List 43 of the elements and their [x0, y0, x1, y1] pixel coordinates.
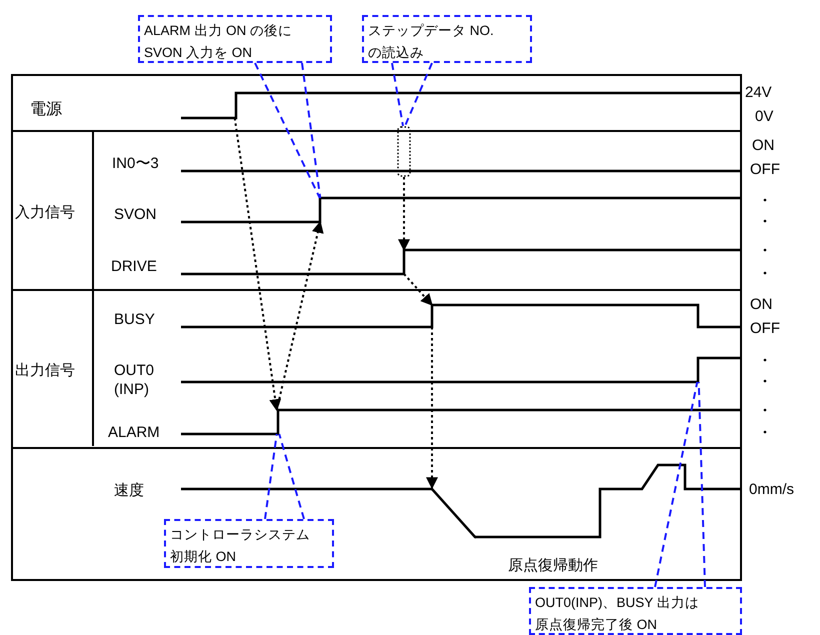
- signal-transition: [318, 198, 322, 222]
- callout-box: OUT0(INP)、BUSY 出力は原点復帰完了後 ON: [529, 587, 742, 635]
- dotted-arrow: [426, 327, 438, 490]
- leader-line: [654, 382, 698, 588]
- signal-label: 入力信号: [15, 204, 91, 226]
- leader-line: [254, 62, 321, 198]
- signal-transition: [402, 250, 406, 274]
- dotted-arrow: [403, 273, 433, 306]
- level-label: 0V: [755, 108, 774, 125]
- level-label: ON: [752, 137, 774, 154]
- dotted-arrow: [398, 177, 410, 252]
- signal-label: 速度: [114, 482, 164, 504]
- signal-transition: [430, 305, 434, 327]
- callout-box: ステップデータ NO.の読込み: [362, 15, 532, 63]
- level-label: OFF: [750, 161, 780, 178]
- signal-label: BUSY: [114, 311, 174, 331]
- leader-line: [404, 62, 433, 126]
- leader-line: [278, 434, 305, 520]
- leader-line: [698, 382, 706, 588]
- signal-label: IN0〜3: [112, 155, 177, 175]
- signal-transition: [696, 358, 700, 382]
- level-label: 0mm/s: [749, 481, 794, 498]
- dotted-arrow: [234, 118, 282, 412]
- callout-box: ALARM 出力 ON の後にSVON 入力を ON: [138, 15, 332, 63]
- signal-label: 出力信号: [15, 362, 91, 384]
- signal-label: DRIVE: [111, 258, 173, 278]
- leader-line: [264, 434, 278, 520]
- callout-box: コントローラシステム初期化 ON: [164, 519, 334, 568]
- dotted-box: [397, 126, 411, 177]
- speed-ramp: [431, 488, 476, 538]
- signal-label: SVON: [114, 206, 174, 226]
- signal-label: 電源: [30, 100, 90, 122]
- level-label: OFF: [750, 320, 780, 337]
- level-label: 24V: [745, 84, 772, 101]
- level-label: ON: [750, 296, 772, 313]
- signal-label: ALARM: [108, 424, 174, 444]
- signal-label: OUT0 (INP): [114, 362, 164, 404]
- dotted-arrow: [276, 220, 324, 410]
- signal-transition: [276, 410, 280, 434]
- annotation-text: 原点復帰動作: [508, 556, 598, 575]
- signal-transition: [234, 93, 238, 118]
- leader-line: [391, 62, 404, 126]
- leader-line: [301, 62, 322, 198]
